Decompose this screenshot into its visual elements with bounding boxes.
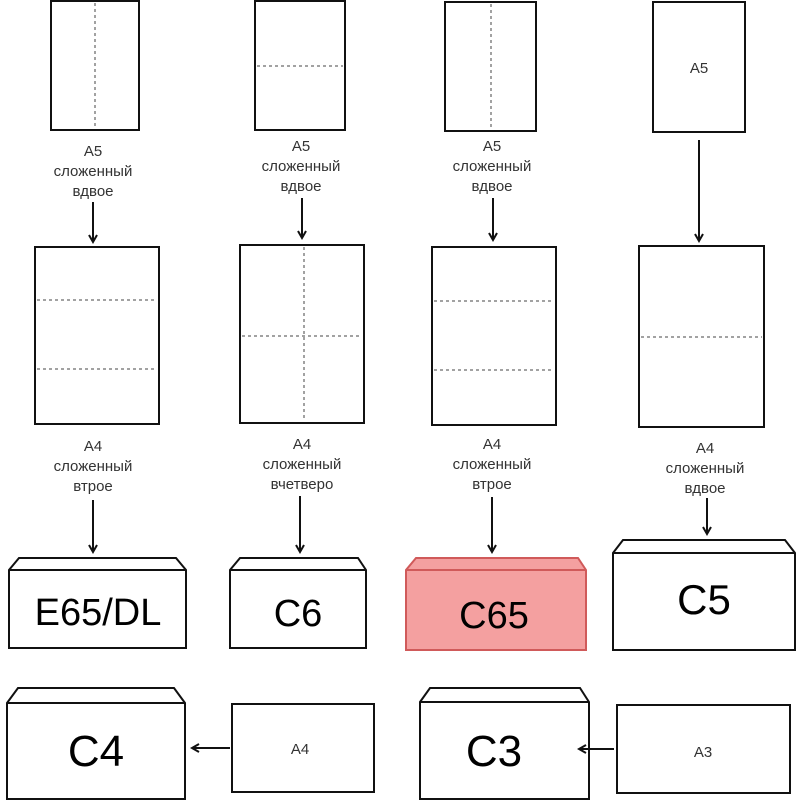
a4-caption-line3: втрое	[472, 476, 512, 493]
a4-caption-line2: сложенный	[263, 456, 342, 473]
envelope-e65-dl	[8, 557, 187, 649]
a5-sheet-col4	[652, 1, 746, 133]
envelope-label: C4	[68, 727, 124, 776]
a5-caption-line3: вдвое	[471, 178, 512, 195]
a4-source-sheet	[231, 703, 375, 793]
envelope-c6	[229, 557, 367, 649]
a5-caption-line1: A5	[483, 138, 501, 155]
a4-caption-line1: A4	[696, 440, 714, 457]
envelope-label: E65/DL	[35, 592, 162, 634]
envelope-label: C5	[677, 576, 731, 623]
source-label: A4	[291, 741, 309, 758]
a5-caption-line1: A5	[84, 143, 102, 160]
a4-sheet-col3	[431, 246, 557, 426]
a5-caption-line1: A5	[292, 138, 310, 155]
a4-caption-line2: сложенный	[666, 460, 745, 477]
a4-caption-line3: вдвое	[684, 480, 725, 497]
a4-caption-line1: A4	[483, 436, 501, 453]
a5-caption-line3: вдвое	[72, 183, 113, 200]
a4-caption-line2: сложенный	[54, 458, 133, 475]
envelope-label: C3	[466, 727, 522, 776]
envelope-c65-highlighted	[405, 557, 587, 651]
a4-caption-line1: A4	[84, 438, 102, 455]
envelope-c5	[612, 539, 796, 651]
envelope-label: C6	[274, 593, 323, 635]
a4-caption-line2: сложенный	[453, 456, 532, 473]
a4-caption-line3: втрое	[73, 478, 113, 495]
a4-caption-line3: вчетверо	[271, 476, 334, 493]
a5-caption-line3: вдвое	[280, 178, 321, 195]
envelope-c3	[419, 687, 590, 800]
a5-sheet-label: A5	[690, 60, 708, 77]
a4-sheet-col1	[34, 246, 160, 425]
envelope-label: C65	[459, 595, 529, 637]
envelope-c4	[6, 687, 186, 800]
a5-caption-line2: сложенный	[453, 158, 532, 175]
source-label: A3	[694, 744, 712, 761]
a4-sheet-col2	[239, 244, 365, 424]
a5-caption-line2: сложенный	[262, 158, 341, 175]
a4-caption-line1: A4	[293, 436, 311, 453]
a3-source-sheet	[616, 704, 791, 794]
a5-caption-line2: сложенный	[54, 163, 133, 180]
